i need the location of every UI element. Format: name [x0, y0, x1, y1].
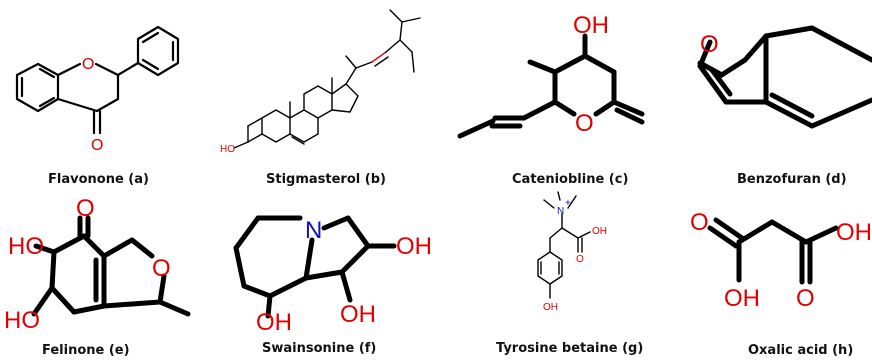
- molecule-felinone: O HO HO O Felinone (e): [4, 195, 191, 358]
- atom-nitrogen: N: [557, 206, 564, 217]
- atom-hydroxyl-2: OH: [836, 219, 872, 246]
- atom-hydroxyl-1: HO: [8, 233, 44, 260]
- atom-oxygen-ring: O: [152, 255, 171, 282]
- molecule-stigmasterol: HO Stigmasterol (b): [220, 9, 421, 187]
- caption-f: Swainsonine (f): [262, 341, 376, 356]
- molecule-tyrosine-betaine: N + O OH OH Tyrosine betaine (g): [496, 191, 643, 356]
- bonds: [15, 25, 180, 135]
- atom-oxygen-carbonyl: O: [576, 254, 584, 265]
- charge-plus: +: [565, 198, 571, 209]
- caption-e: Felinone (e): [42, 343, 130, 358]
- molecule-oxalic-acid: O OH OH O Oxalic acid (h): [690, 209, 872, 358]
- atom-oxygen-ring: O: [700, 31, 719, 58]
- bonds: [233, 215, 397, 319]
- atom-oxygen-ring: O: [575, 110, 594, 137]
- molecule-benzofuran: O Benzofuran (d): [697, 25, 872, 187]
- atom-oxygen-ring: O: [82, 56, 94, 73]
- atom-hydroxyl-acid: OH: [592, 226, 607, 237]
- molecule-flavonone: O O Flavonone (a): [15, 25, 180, 187]
- atom-hydroxyl-1: OH: [724, 285, 760, 312]
- atom-hydroxyl-3: OH: [256, 309, 292, 336]
- bonds: [537, 191, 591, 299]
- bonds: [707, 217, 839, 285]
- bonds: [31, 215, 191, 317]
- atom-oxygen-ketone: O: [76, 195, 95, 222]
- atom-hydroxyl-1: OH: [396, 233, 432, 260]
- caption-a: Flavonone (a): [48, 172, 149, 187]
- bonds: [457, 33, 645, 139]
- atom-hydroxyl: OH: [573, 12, 609, 39]
- bonds: [233, 9, 421, 149]
- caption-c: Cateniobline (c): [512, 172, 628, 187]
- caption-h: Oxalic acid (h): [748, 343, 853, 358]
- atom-hydroxyl-2: HO: [4, 307, 40, 334]
- atom-nitrogen: N: [305, 217, 322, 244]
- atom-oxygen-ketone: O: [91, 137, 103, 154]
- molecule-cateniobline: OH O Cateniobline (c): [457, 12, 645, 187]
- atom-oxygen-2: O: [796, 285, 815, 312]
- caption-g: Tyrosine betaine (g): [496, 341, 643, 356]
- caption-d: Benzofuran (d): [737, 172, 847, 187]
- atom-oxygen-1: O: [690, 209, 709, 236]
- molecule-swainsonine: N OH OH OH Swainsonine (f): [233, 215, 432, 356]
- atom-hydroxyl-2: OH: [340, 301, 376, 328]
- bonds: [697, 25, 872, 129]
- caption-b: Stigmasterol (b): [266, 172, 386, 187]
- atom-hydroxyl: HO: [220, 144, 235, 155]
- atom-hydroxyl-phenol: OH: [543, 302, 558, 313]
